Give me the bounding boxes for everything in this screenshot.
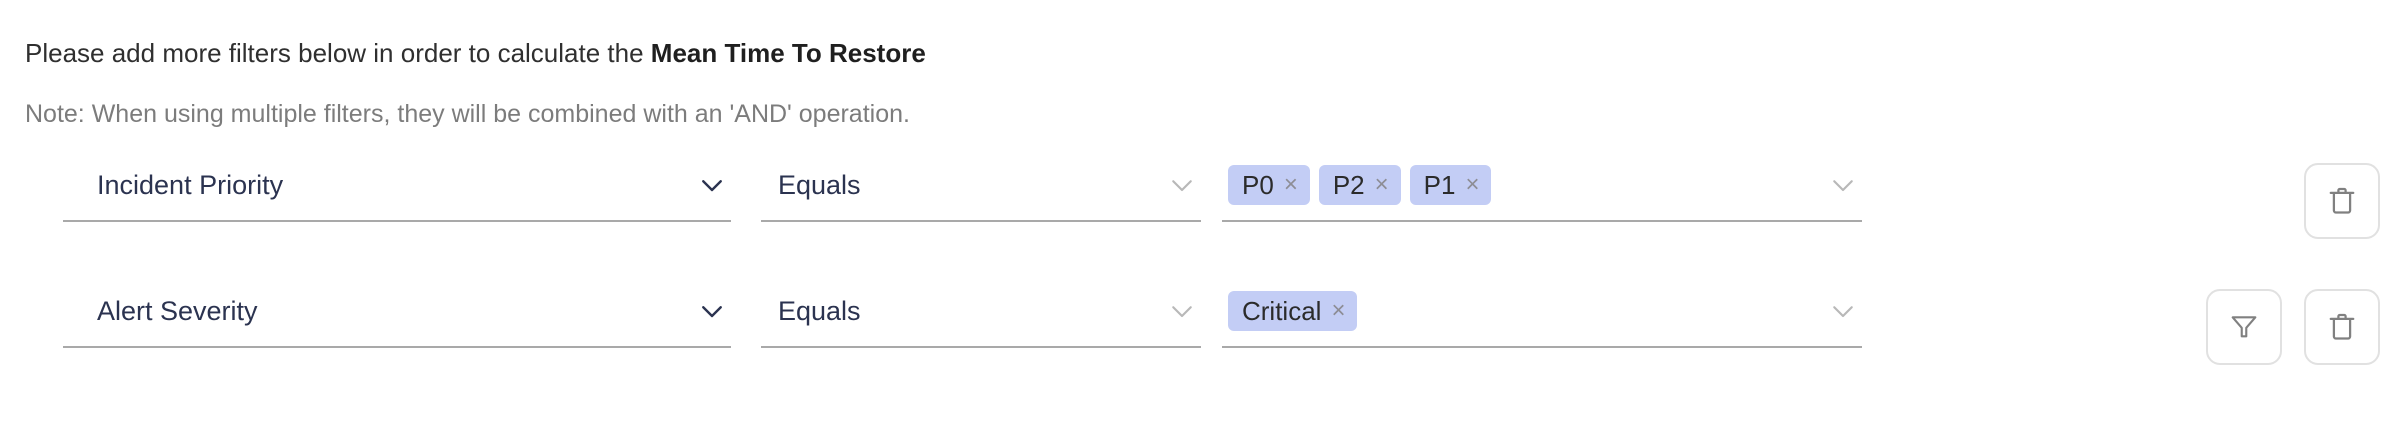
value-chip-list-row-1: P0 × P2 × P1 × <box>1228 165 1862 205</box>
close-icon[interactable]: × <box>1331 297 1346 324</box>
value-chip-label: P1 <box>1423 170 1456 200</box>
row-actions-row-1 <box>2304 163 2380 239</box>
chevron-down-icon[interactable] <box>697 296 727 326</box>
chevron-down-icon[interactable] <box>1167 296 1197 326</box>
operator-select-row-2[interactable]: Equals <box>761 276 1201 348</box>
trash-icon <box>2324 309 2360 345</box>
value-chip[interactable]: P0 × <box>1228 165 1310 205</box>
chevron-down-icon[interactable] <box>1828 170 1858 200</box>
chevron-down-icon[interactable] <box>1828 296 1858 326</box>
value-chip-label: P2 <box>1332 170 1365 200</box>
operator-select-row-1[interactable]: Equals <box>761 150 1201 222</box>
value-chip-label: Critical <box>1242 296 1322 326</box>
attribute-select-row-2[interactable]: Alert Severity <box>63 276 731 348</box>
add-filter-button-row-2[interactable] <box>2206 289 2282 365</box>
row-actions-row-2 <box>2206 289 2380 365</box>
close-icon[interactable]: × <box>1465 171 1480 198</box>
filter-row: Alert Severity Equals Cr <box>0 276 2408 402</box>
attribute-select-row-1[interactable]: Incident Priority <box>63 150 731 222</box>
delete-filter-button-row-1[interactable] <box>2304 163 2380 239</box>
chevron-down-icon[interactable] <box>1167 170 1197 200</box>
close-icon[interactable]: × <box>1283 171 1298 198</box>
value-chip[interactable]: P2 × <box>1318 165 1401 205</box>
chevron-down-icon[interactable] <box>697 170 727 200</box>
attribute-select-value-row-2: Alert Severity <box>97 295 258 326</box>
funnel-icon <box>2227 310 2261 344</box>
page-title: Please add more filters below in order t… <box>25 38 926 68</box>
filter-note: Note: When using multiple filters, they … <box>25 100 910 128</box>
value-chip-list-row-2: Critical × <box>1228 291 1862 331</box>
operator-select-value-row-1: Equals <box>778 169 861 200</box>
close-icon[interactable]: × <box>1374 171 1389 198</box>
value-select-row-1[interactable]: P0 × P2 × P1 × <box>1222 150 1862 222</box>
delete-filter-button-row-2[interactable] <box>2304 289 2380 365</box>
trash-icon <box>2324 183 2360 219</box>
value-chip[interactable]: P1 × <box>1409 165 1492 205</box>
operator-select-value-row-2: Equals <box>778 295 861 326</box>
page-title-prefix: Please add more filters below in order t… <box>25 38 651 68</box>
attribute-select-value-row-1: Incident Priority <box>97 169 284 200</box>
filter-row: Incident Priority Equals <box>0 150 2408 276</box>
page-title-metric: Mean Time To Restore <box>650 38 926 68</box>
value-chip[interactable]: Critical × <box>1228 291 1358 331</box>
value-chip-label: P0 <box>1242 170 1274 200</box>
value-select-row-2[interactable]: Critical × <box>1222 276 1862 348</box>
filter-row-list: Incident Priority Equals <box>0 150 2408 402</box>
